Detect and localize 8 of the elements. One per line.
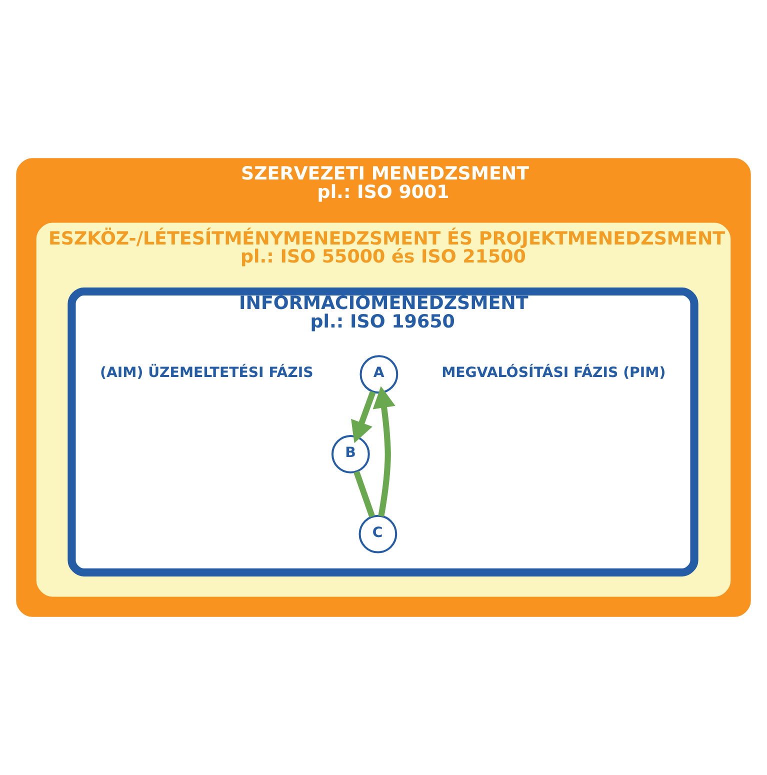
arrow <box>372 386 396 517</box>
node-circle: A <box>360 355 398 394</box>
node-text: (AIM) ÜZEMELTETÉSI FÁZIS <box>100 365 314 382</box>
arrow <box>351 390 376 444</box>
node-circle: B <box>331 435 370 474</box>
node-text: MEGVALÓSÍTÁSI FÁZIS (PIM) <box>442 365 666 382</box>
connector <box>354 470 376 518</box>
node-circle: C <box>358 514 398 554</box>
